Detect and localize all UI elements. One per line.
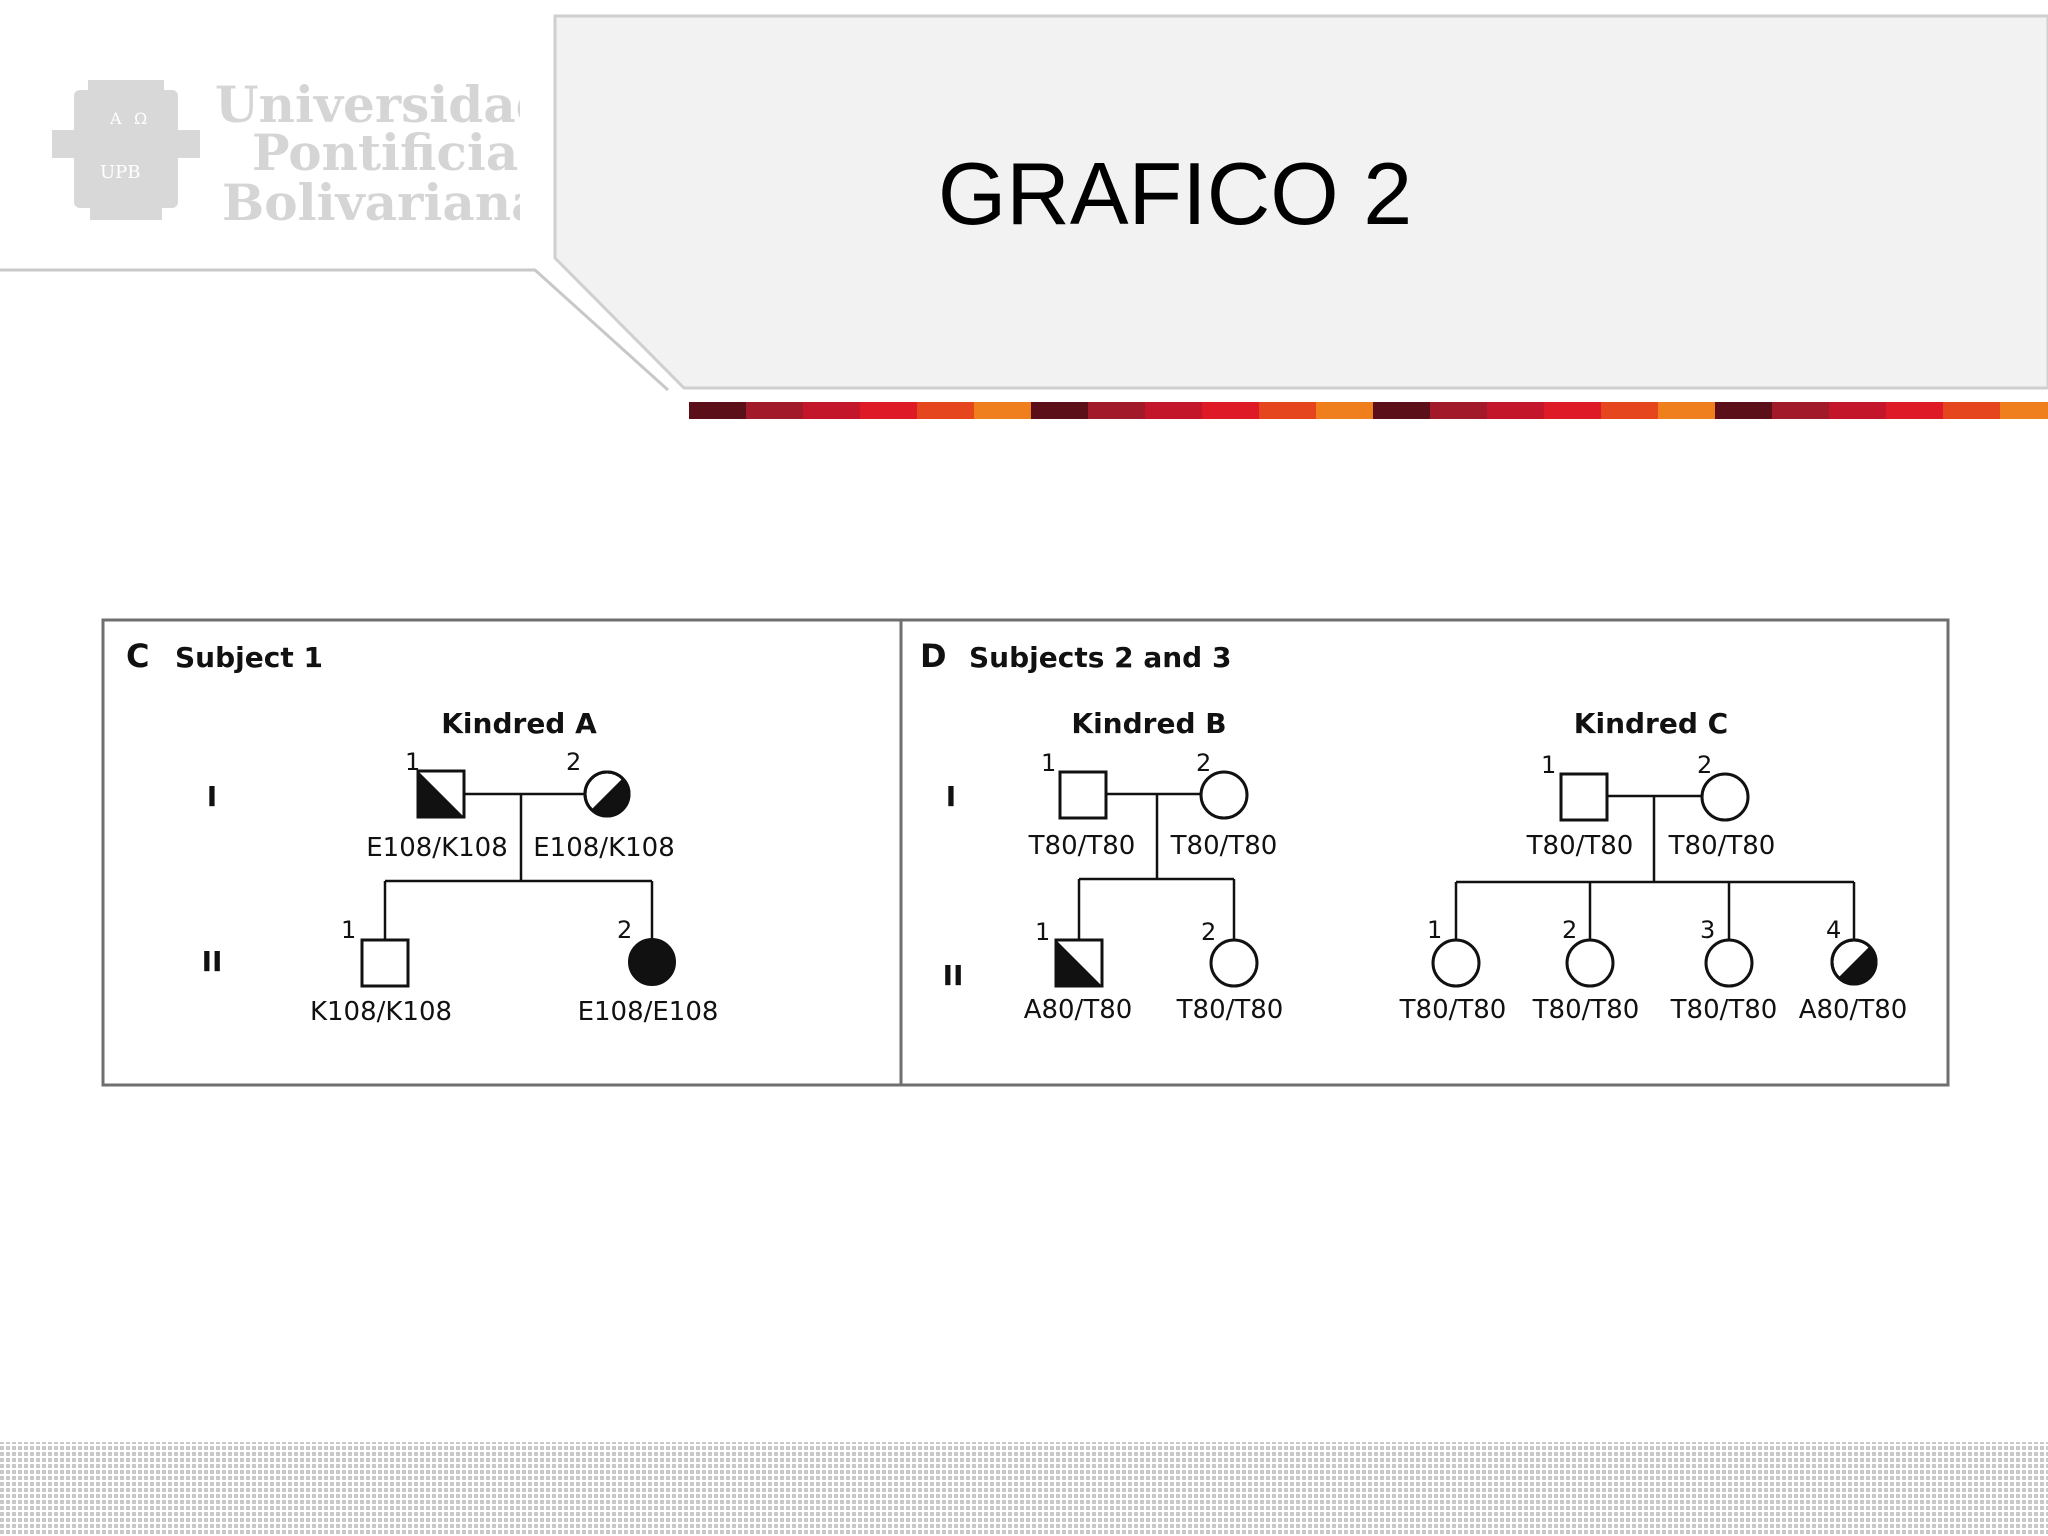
- stripe-segment: [2000, 402, 2048, 419]
- crest-alpha: A: [109, 109, 122, 128]
- crest-icon: [52, 80, 200, 220]
- kindred-c-name: Kindred C: [1574, 707, 1728, 740]
- panel-d-gen2-label: II: [943, 959, 964, 992]
- kindred-a-ii2-number: 2: [617, 916, 632, 944]
- kindred-b-ii1-genotype: A80/T80: [1024, 995, 1133, 1025]
- kindred-b-ii2-unaffected-female: [1209, 938, 1259, 988]
- stripe-segment: [1373, 402, 1430, 419]
- stripe-segment: [1202, 402, 1259, 419]
- stripe-segment: [1601, 402, 1658, 419]
- panel-d-title: Subjects 2 and 3: [969, 641, 1231, 674]
- kindred-c-ii4-carrier-female: [1830, 938, 1878, 986]
- kindred-b-ii1-carrier-male: [1054, 938, 1104, 988]
- kindred-c-i1-unaffected-male: [1559, 772, 1609, 822]
- kindred-c-i2-unaffected-female: [1700, 772, 1750, 822]
- panel-d-frame: [899, 618, 1950, 1087]
- kindred-a-i1-genotype: E108/K108: [366, 833, 508, 863]
- kindred-a-i2-carrier-female: [583, 770, 631, 818]
- kindred-c-i1-number: 1: [1541, 751, 1556, 779]
- kindred-c-ii1-unaffected-female: [1431, 938, 1481, 988]
- stripe-segment: [917, 402, 974, 419]
- kindred-b-lines: [1077, 792, 1236, 940]
- slide-title: GRAFICO 2: [937, 144, 1413, 243]
- panel-d-letter: D: [920, 637, 947, 675]
- stripe-segment: [1430, 402, 1487, 419]
- logo-line-1: Universidad: [215, 75, 520, 134]
- kindred-b-i2-number: 2: [1196, 749, 1211, 777]
- kindred-a-i1-number: 1: [405, 748, 420, 776]
- stripe-segment: [1088, 402, 1145, 419]
- kindred-a-ii2-affected-female: [628, 938, 676, 986]
- stripe-segment: [1715, 402, 1772, 419]
- kindred-a-gen2-label: II: [202, 945, 223, 978]
- kindred-c-ii2-number: 2: [1562, 916, 1577, 944]
- kindred-c-ii3-unaffected-female: [1704, 938, 1754, 988]
- stripe-segment: [1544, 402, 1601, 419]
- stripe-segment: [1829, 402, 1886, 419]
- kindred-c-ii4-number: 4: [1826, 916, 1841, 944]
- header-title-box: [553, 14, 2048, 390]
- stripe-segment: [1886, 402, 1943, 419]
- kindred-a-ii1-genotype: K108/K108: [310, 997, 452, 1027]
- kindred-c-ii2-unaffected-female: [1565, 938, 1615, 988]
- crest-text: UPB: [100, 162, 141, 183]
- stripe-segment: [1259, 402, 1316, 419]
- kindred-c-lines: [1454, 794, 1856, 940]
- kindred-a-lines: [383, 792, 654, 940]
- kindred-c-ii1-genotype: T80/T80: [1399, 995, 1507, 1025]
- kindred-b-i1-unaffected-male: [1058, 770, 1108, 820]
- kindred-c-ii2-genotype: T80/T80: [1532, 995, 1640, 1025]
- kindred-a-i2-number: 2: [566, 748, 581, 776]
- kindred-b-i2-genotype: T80/T80: [1170, 831, 1278, 861]
- kindred-b-name: Kindred B: [1071, 707, 1226, 740]
- kindred-b-ii2-genotype: T80/T80: [1176, 995, 1284, 1025]
- stripe-segment: [1031, 402, 1088, 419]
- kindred-c-i2-genotype: T80/T80: [1668, 831, 1776, 861]
- stripe-segment: [689, 402, 746, 419]
- kindred-c-i2-number: 2: [1697, 751, 1712, 779]
- kindred-c-ii1-number: 1: [1427, 916, 1442, 944]
- crest-omega: Ω: [134, 109, 147, 128]
- stripe-segment: [1658, 402, 1715, 419]
- kindred-a-i1-carrier-male: [416, 769, 466, 819]
- kindred-b-i2-unaffected-female: [1199, 770, 1249, 820]
- kindred-c-ii4-genotype: A80/T80: [1799, 995, 1908, 1025]
- logo-line-3: Bolivariana: [222, 173, 520, 232]
- kindred-b-ii1-number: 1: [1035, 918, 1050, 946]
- stripe-segment: [974, 402, 1031, 419]
- panel-c-letter: C: [126, 637, 149, 675]
- footer-dotted-band: [0, 1442, 2048, 1536]
- kindred-a-i2-genotype: E108/K108: [533, 833, 675, 863]
- kindred-a-ii2-genotype: E108/E108: [578, 997, 719, 1027]
- panel-c-title: Subject 1: [175, 641, 323, 674]
- kindred-b-i1-number: 1: [1041, 749, 1056, 777]
- stripe-segment: [1487, 402, 1544, 419]
- university-logo: A Ω UPB Universidad Pontificia Bolivaria…: [52, 75, 520, 232]
- stripe-segment: [1772, 402, 1829, 419]
- stripe-segment: [1145, 402, 1202, 419]
- stripe-segment: [803, 402, 860, 419]
- logo-line-2: Pontificia: [252, 123, 518, 182]
- panel-c-frame: [101, 618, 903, 1087]
- kindred-b-ii2-number: 2: [1201, 918, 1216, 946]
- header-left-outline: [0, 268, 670, 392]
- kindred-a-gen1-label: I: [207, 780, 217, 813]
- kindred-c-ii3-genotype: T80/T80: [1670, 995, 1778, 1025]
- header-color-stripe: [689, 402, 2048, 419]
- kindred-a-ii1-unaffected-male: [360, 938, 410, 988]
- panel-d-gen1-label: I: [946, 780, 956, 813]
- kindred-c-i1-genotype: T80/T80: [1526, 831, 1634, 861]
- kindred-c-ii3-number: 3: [1700, 916, 1715, 944]
- stripe-segment: [746, 402, 803, 419]
- kindred-a-ii1-number: 1: [341, 916, 356, 944]
- kindred-a-name: Kindred A: [441, 707, 597, 740]
- stripe-segment: [1943, 402, 2000, 419]
- kindred-b-i1-genotype: T80/T80: [1028, 831, 1136, 861]
- stripe-segment: [860, 402, 917, 419]
- stripe-segment: [1316, 402, 1373, 419]
